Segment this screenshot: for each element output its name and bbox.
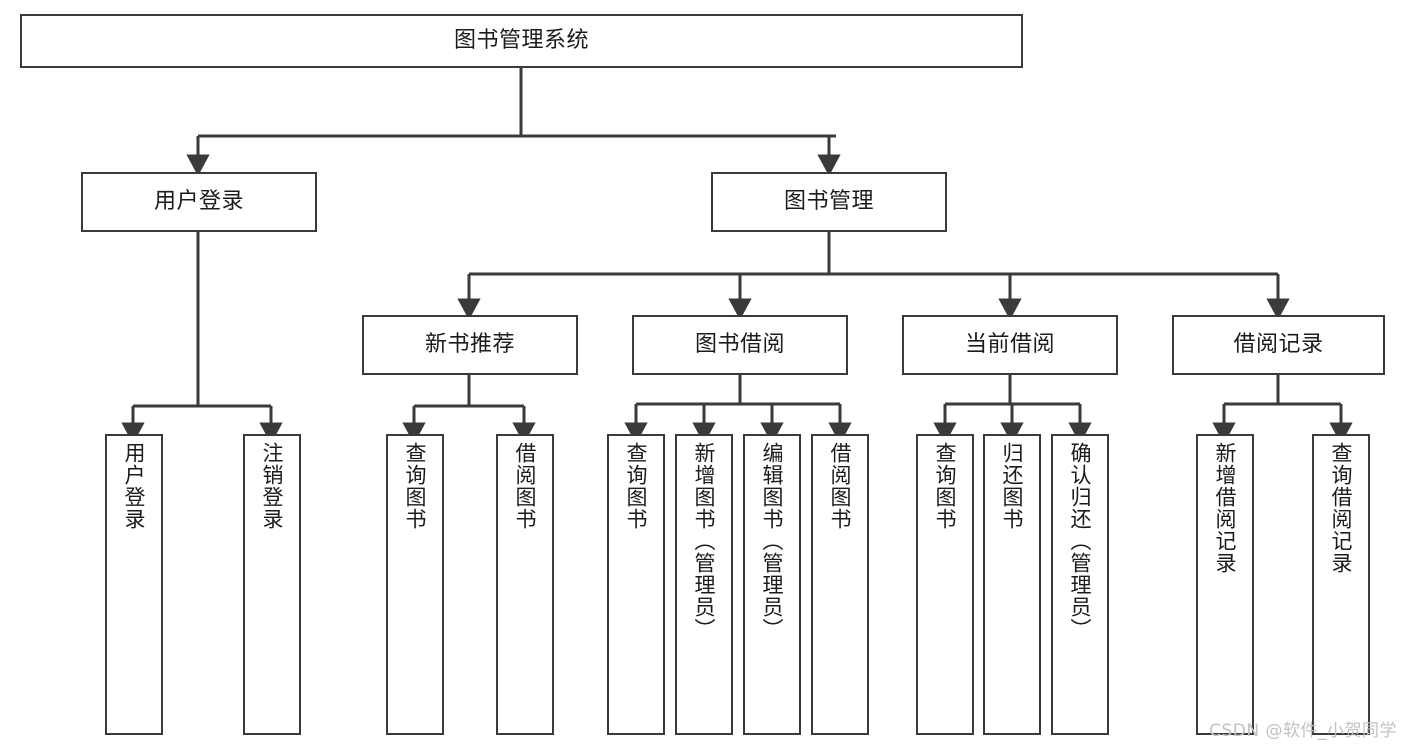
leaf-record-add-borrow-record[interactable]: 新增借阅记录 [1196,434,1254,735]
node-current-borrow[interactable]: 当前借阅 [902,315,1118,375]
leaf-recommend-borrow-book[interactable]: 借阅图书 [496,434,554,735]
node-label: 归还图书 [1000,442,1025,530]
leaf-current-return-book[interactable]: 归还图书 [983,434,1041,735]
leaf-borrow-query-book[interactable]: 查询图书 [607,434,665,735]
node-label: 图书管理 [783,189,874,215]
node-label: 借阅图书 [828,442,853,530]
node-label: 查询借阅记录 [1329,442,1354,574]
node-label: 当前借阅 [964,332,1055,358]
node-label: 借阅图书 [513,442,538,530]
node-borrow-record[interactable]: 借阅记录 [1172,315,1385,375]
node-label: 查询图书 [933,442,958,530]
watermark-text: CSDN @软件_小贺同学 [1209,721,1397,741]
node-label: 借阅记录 [1233,332,1324,358]
node-label: 确认归还（管理员） [1068,442,1093,640]
leaf-current-confirm-return-admin[interactable]: 确认归还（管理员） [1051,434,1109,735]
node-label: 注销登录 [260,442,285,530]
leaf-borrow-add-book-admin[interactable]: 新增图书（管理员） [675,434,733,735]
node-label: 查询图书 [403,442,428,530]
leaf-record-query-borrow-record[interactable]: 查询借阅记录 [1312,434,1370,735]
node-label: 查询图书 [624,442,649,530]
node-user-login[interactable]: 用户登录 [81,172,317,232]
node-label: 图书借阅 [694,332,785,358]
node-root-book-management-system[interactable]: 图书管理系统 [20,14,1023,68]
node-label: 新增图书（管理员） [692,442,717,640]
leaf-recommend-query-book[interactable]: 查询图书 [386,434,444,735]
node-book-management[interactable]: 图书管理 [711,172,947,232]
leaf-borrow-borrow-book[interactable]: 借阅图书 [811,434,869,735]
node-new-book-recommend[interactable]: 新书推荐 [362,315,578,375]
leaf-user-login[interactable]: 用户登录 [105,434,163,735]
node-label: 编辑图书（管理员） [760,442,785,640]
node-label: 用户登录 [153,189,244,215]
node-label: 新书推荐 [424,332,515,358]
leaf-borrow-edit-book-admin[interactable]: 编辑图书（管理员） [743,434,801,735]
node-book-borrow[interactable]: 图书借阅 [632,315,848,375]
leaf-user-logout[interactable]: 注销登录 [243,434,301,735]
leaf-current-query-book[interactable]: 查询图书 [916,434,974,735]
node-label: 新增借阅记录 [1213,442,1238,574]
node-label: 图书管理系统 [453,28,589,54]
node-label: 用户登录 [122,442,147,530]
